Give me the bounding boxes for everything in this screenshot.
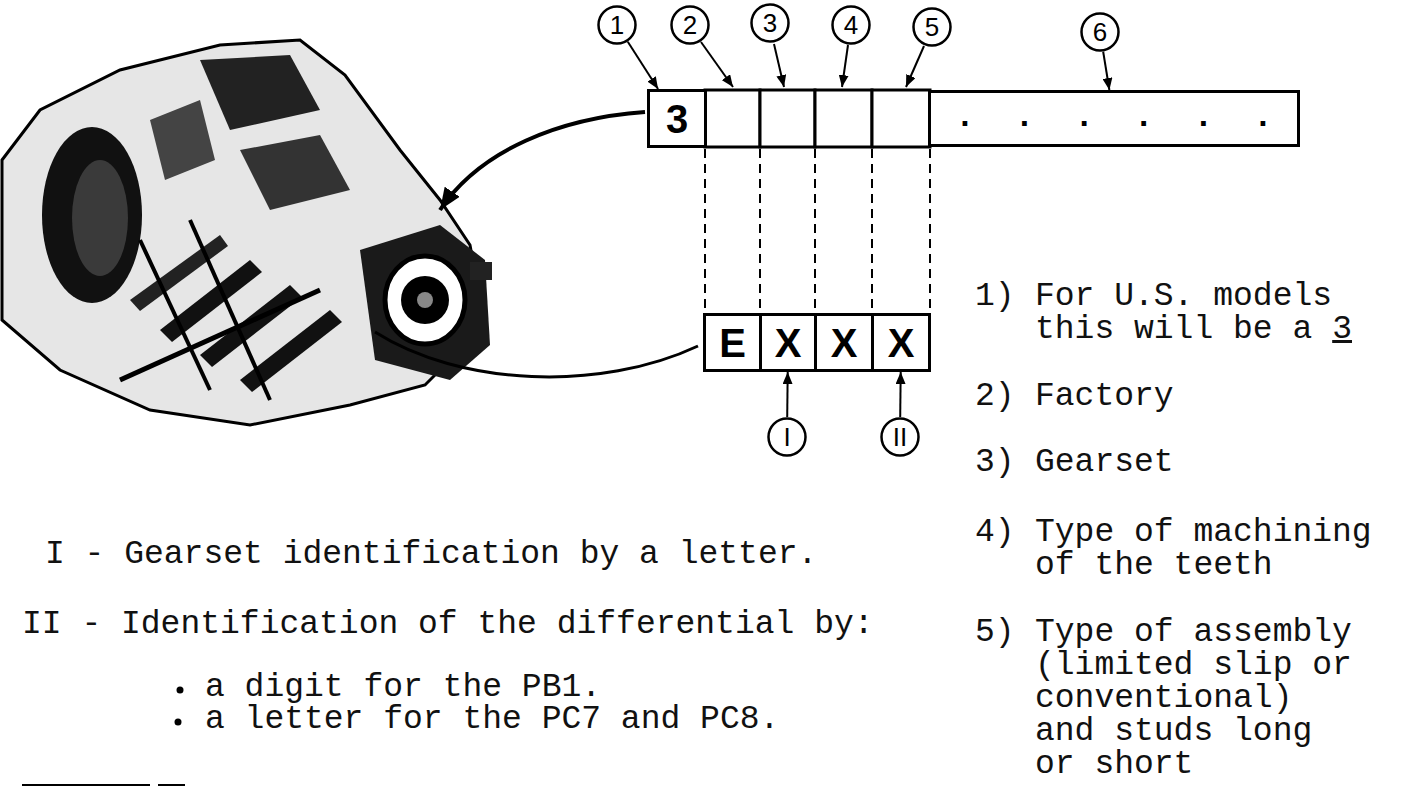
list-number: 5) — [975, 616, 1015, 649]
callout-number-text: 5 — [925, 14, 939, 40]
serial-box: . . . . . . — [928, 90, 1300, 147]
case-rib — [190, 220, 270, 400]
pointer-arrow — [440, 112, 645, 210]
leader-arrows — [701, 42, 924, 87]
leader-arrow — [1103, 52, 1109, 90]
bullet-dot — [177, 687, 184, 694]
transmission-illustration — [2, 40, 492, 425]
note-text: II - Identification of the differential … — [22, 608, 874, 641]
rule-line — [22, 784, 150, 786]
code-character: X — [888, 323, 915, 363]
bellhousing-opening — [42, 127, 142, 303]
code-box: E — [703, 313, 762, 372]
callout-number-text: II — [893, 424, 907, 450]
list-number: 3) — [975, 446, 1015, 479]
callout-number: 4 — [831, 5, 871, 45]
callout-circle-outline — [1082, 14, 1119, 51]
callout-number: 2 — [670, 5, 710, 45]
output-flange — [385, 256, 465, 344]
case-rib — [140, 240, 210, 390]
callout-number: 6 — [1080, 12, 1120, 52]
code-box — [760, 90, 815, 147]
callout-number-text: I — [783, 424, 790, 450]
list-number: 1) — [975, 280, 1015, 313]
output-shaft — [401, 276, 449, 324]
dashed-guides — [705, 149, 930, 312]
list-text: Type of machining of the teeth — [1035, 516, 1376, 582]
list-text: Gearset — [1035, 446, 1174, 479]
leader-arrow — [786, 372, 788, 417]
code-box — [705, 90, 760, 147]
callout-circle-outline — [833, 7, 870, 44]
underlined-digit: 3 — [1332, 313, 1352, 346]
mount-tab — [470, 262, 492, 280]
empty-code-boxes — [705, 90, 930, 147]
callout-number: 3 — [750, 3, 790, 43]
bullet-dot — [175, 719, 182, 726]
code-box — [872, 90, 930, 147]
dashed-guide — [814, 149, 816, 312]
callout-number-text: 3 — [763, 10, 777, 36]
leader-arrow — [899, 372, 901, 417]
leader-arrow — [701, 42, 733, 87]
bullet-text: a letter for the PC7 and PC8. — [205, 703, 779, 736]
leader-arrow — [842, 45, 848, 87]
code-character: E — [719, 323, 746, 363]
bullet-text: a digit for the PB1. — [205, 671, 601, 704]
note-text: I - Gearset identification by a letter. — [45, 538, 817, 571]
list-text: Type of assembly (limited slip or conven… — [1035, 616, 1356, 781]
callout-number: 5 — [912, 7, 952, 47]
callout-number-text: 6 — [1093, 19, 1107, 45]
dashed-guide — [759, 149, 761, 312]
code-box: X — [871, 313, 931, 372]
code-character: X — [831, 323, 858, 363]
callout-circle-outline — [769, 419, 806, 456]
pointer-line — [375, 332, 698, 377]
list-number: 2) — [975, 380, 1015, 413]
code-character: . . . . . . — [955, 101, 1283, 134]
case-shadow — [200, 55, 320, 130]
list-number: 4) — [975, 516, 1015, 549]
case-shadow — [240, 135, 350, 210]
dashed-guide — [929, 149, 931, 312]
dashed-guide — [704, 149, 706, 312]
callout-number-text: 2 — [683, 12, 697, 38]
leader-arrow — [906, 46, 924, 87]
callout-number-text: 4 — [844, 12, 858, 38]
code-box: X — [759, 313, 817, 372]
callout-circle-outline — [599, 7, 636, 44]
case-rib — [240, 310, 342, 392]
dashed-guide — [871, 149, 873, 312]
code-box: 3 — [647, 89, 707, 148]
rule-line — [158, 784, 185, 786]
callout-number-text: 1 — [610, 12, 624, 38]
output-shaft-center — [417, 292, 433, 308]
callout-number: II — [880, 417, 920, 457]
bellhousing-bore — [72, 160, 128, 276]
list-text: Factory — [1035, 380, 1174, 413]
case-rib — [120, 290, 320, 380]
code-box — [815, 90, 872, 147]
callout-circle-outline — [882, 419, 919, 456]
code-character: X — [775, 323, 802, 363]
leader-arrow — [774, 44, 784, 87]
callout-circle-outline — [914, 9, 951, 46]
callout-circle-outline — [752, 5, 789, 42]
code-box: X — [814, 313, 874, 372]
case-shadow — [150, 100, 215, 180]
list-text: For U.S. models this will be a — [1035, 280, 1336, 346]
callout-number: I — [767, 417, 807, 457]
callout-number: 1 — [597, 5, 637, 45]
callout-circle-outline — [672, 7, 709, 44]
code-character: 3 — [666, 99, 688, 139]
leader-arrow — [628, 42, 658, 89]
